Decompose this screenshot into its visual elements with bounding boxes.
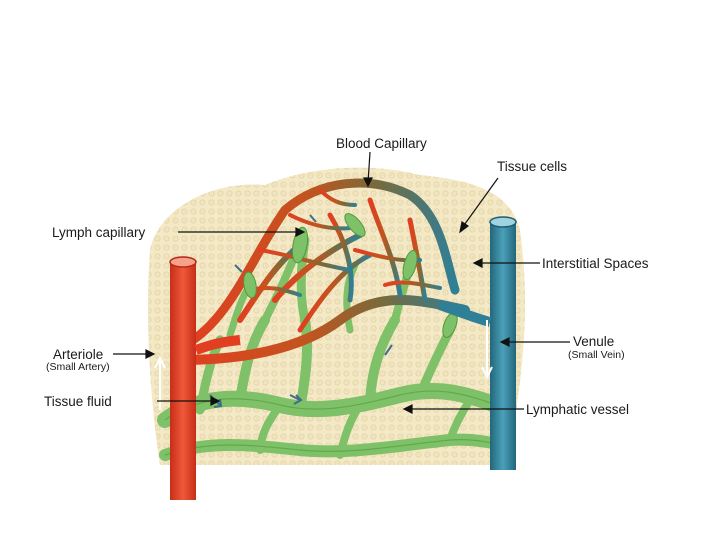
lymph-capillary-tips: [243, 213, 458, 338]
arteriole-vessel: [169, 256, 241, 500]
label-venule: Venule: [573, 334, 615, 349]
label-arteriole: Arteriole: [53, 347, 104, 362]
pointer-lines: [113, 151, 570, 414]
label-tissue-cells: Tissue cells: [497, 159, 568, 174]
label-interstitial-spaces: Interstitial Spaces: [542, 256, 649, 271]
label-lymph-capillary: Lymph capillary: [52, 225, 146, 240]
label-lymphatic-vessel: Lymphatic vessel: [526, 402, 630, 417]
label-arteriole-sub: (Small Artery): [46, 361, 110, 373]
label-tissue-fluid: Tissue fluid: [44, 394, 112, 409]
flow-arrows: [154, 320, 493, 410]
capillary-network: [175, 178, 470, 365]
lymph-flow-arrows: [209, 214, 393, 408]
label-venule-sub: (Small Vein): [568, 349, 625, 361]
label-blood-capillary: Blood Capillary: [336, 136, 427, 151]
